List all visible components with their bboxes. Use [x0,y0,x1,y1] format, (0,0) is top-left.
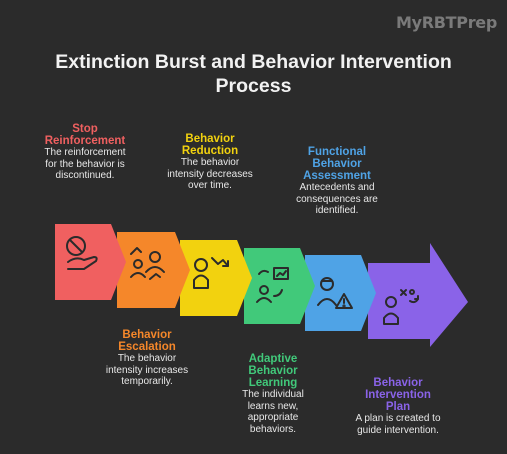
step-5-arrow-block [305,255,376,331]
step-2-description: The behavior intensity increases tempora… [105,353,189,387]
step-2-arrow-block [117,232,190,308]
step-4-title-line-1: Adaptive [248,353,298,365]
step-3-title-line-1: Behavior [185,133,235,145]
step-1-description: The reinforcement for the behavior is di… [44,147,126,181]
person-down-arrow-icon [193,257,229,289]
step-1-label: Stop Reinforcement The reinforcement for… [30,123,140,182]
person-strategy-icon [383,289,419,325]
no-reward-hand-icon [66,236,98,270]
watermark-logo: MyRBTPrep [396,13,498,32]
step-1-title-line-2: Reinforcement [44,135,126,147]
escalating-people-icon [130,247,165,280]
step-4-title-line-3: Learning [248,377,298,389]
step-6-title-line-1: Behavior [373,377,423,389]
step-2-label: Behavior Escalation The behavior intensi… [92,329,202,388]
step-1-title-line-1: Stop [72,123,98,135]
step-5-label: Functional Behavior Assessment Anteceden… [282,146,392,217]
title-line-1: Extinction Burst and Behavior Interventi… [55,51,452,73]
step-6-title-line-2: Intervention [365,389,431,401]
step-6-label: Behavior Intervention Plan A plan is cre… [342,377,454,436]
page-title: Extinction Burst and Behavior Interventi… [0,50,507,98]
step-4-label: Adaptive Behavior Learning The individua… [218,353,328,435]
step-3-label: Behavior Reduction The behavior intensit… [155,133,265,192]
step-4-description: The individual learns new, appropriate b… [242,389,304,435]
learning-person-board-icon [256,267,289,303]
title-line-2: Process [215,75,292,97]
step-5-title-line-3: Assessment [303,170,371,182]
step-1-arrow-block [55,224,126,300]
step-4-title-line-2: Behavior [248,365,298,377]
person-warning-icon [317,277,353,309]
step-6-description: A plan is created to guide intervention. [355,413,441,436]
step-3-arrow-block [180,240,252,316]
step-3-description: The behavior intensity decreases over ti… [167,157,253,191]
step-2-title-line-2: Escalation [118,341,176,353]
step-2-title-line-1: Behavior [122,329,172,341]
step-5-description: Antecedents and consequences are identif… [296,182,378,216]
step-4-arrow-block [244,248,315,324]
step-3-title-line-2: Reduction [181,145,239,157]
step-5-title-line-1: Functional [307,146,367,158]
step-6-title-line-3: Plan [385,401,411,413]
step-5-title-line-2: Behavior [312,158,362,170]
